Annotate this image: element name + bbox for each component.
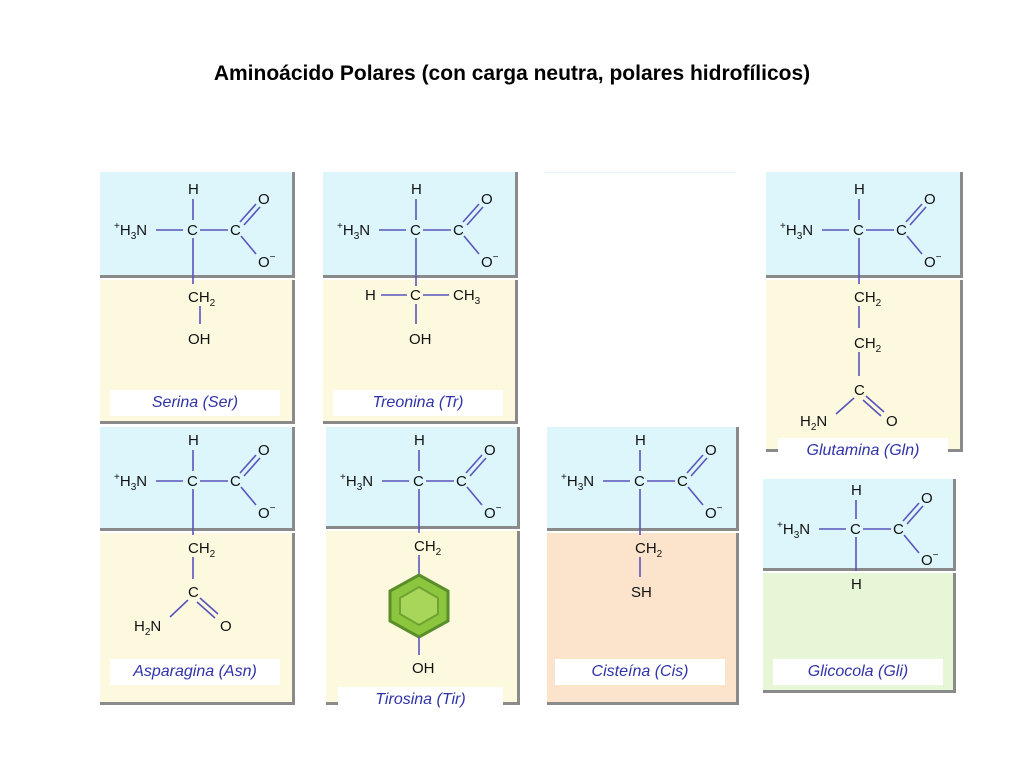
svg-text:H: H xyxy=(414,432,425,449)
svg-text:+H3N: +H3N xyxy=(777,520,810,541)
svg-text:+H3N: +H3N xyxy=(561,472,594,493)
svg-text:C: C xyxy=(456,473,467,490)
svg-text:C: C xyxy=(230,473,241,490)
svg-text:H2N: H2N xyxy=(800,413,827,433)
label-cisteina: Cisteína (Cis) xyxy=(555,659,725,685)
svg-text:C: C xyxy=(854,382,865,399)
svg-text:CH2: CH2 xyxy=(414,538,442,558)
svg-text:O: O xyxy=(484,442,496,459)
glicocola-structure: H +H3N C C O O− H xyxy=(777,482,939,593)
svg-text:C: C xyxy=(410,287,421,304)
svg-text:O: O xyxy=(924,191,936,208)
svg-text:CH2: CH2 xyxy=(854,289,882,309)
svg-text:O−: O− xyxy=(484,503,502,522)
svg-text:CH2: CH2 xyxy=(854,335,882,355)
atom-alpha-c: C xyxy=(187,222,198,239)
svg-text:C: C xyxy=(410,222,421,239)
svg-text:H: H xyxy=(188,432,199,449)
svg-text:+H3N: +H3N xyxy=(780,221,813,242)
svg-text:C: C xyxy=(896,222,907,239)
card-cisteina: H +H3N C C O O− CH2 SH Cisteína (Cis) xyxy=(547,427,739,705)
svg-text:C: C xyxy=(453,222,464,239)
label-glicocola: Glicocola (Gli) xyxy=(773,659,943,685)
label-treonina: Treonina (Tr) xyxy=(333,390,503,416)
card-glicocola: H +H3N C C O O− H Glicocola (Gli) xyxy=(763,479,956,693)
amino-group-panel xyxy=(547,427,739,531)
tirosina-structure: H +H3N C C O O− CH2 OH xyxy=(340,432,502,677)
amino-group-panel xyxy=(100,172,295,278)
label-glutamina: Glutamina (Gln) xyxy=(778,438,948,464)
svg-text:C: C xyxy=(413,473,424,490)
svg-text:+H3N: +H3N xyxy=(114,221,147,242)
svg-text:O−: O− xyxy=(924,252,942,271)
cisteina-structure: H +H3N C C O O− CH2 SH xyxy=(561,432,723,601)
svg-text:C: C xyxy=(187,473,198,490)
asparagina-structure: H +H3N C C O O− CH2 C H2N O xyxy=(114,432,276,638)
svg-text:CH2: CH2 xyxy=(188,289,216,309)
svg-text:+H3N: +H3N xyxy=(340,472,373,493)
svg-text:CH3: CH3 xyxy=(453,287,481,307)
svg-text:O: O xyxy=(921,490,933,507)
label-asparagina: Asparagina (Asn) xyxy=(110,659,280,685)
svg-text:H: H xyxy=(851,482,862,499)
svg-text:O: O xyxy=(705,442,717,459)
svg-text:H: H xyxy=(854,181,865,198)
svg-text:C: C xyxy=(188,584,199,601)
svg-text:C: C xyxy=(634,473,645,490)
card-asparagina: H +H3N C C O O− CH2 C H2N O Asparagina (… xyxy=(100,427,295,705)
svg-text:+H3N: +H3N xyxy=(337,221,370,242)
svg-text:O−: O− xyxy=(921,550,939,569)
svg-text:O−: O− xyxy=(258,252,276,271)
svg-text:O−: O− xyxy=(481,252,499,271)
svg-text:SH: SH xyxy=(631,584,652,601)
serina-structure: H +H3N C C O O− CH2 OH xyxy=(114,181,276,348)
svg-text:CH2: CH2 xyxy=(635,540,663,560)
atom-carboxyl-c: C xyxy=(230,222,241,239)
svg-text:O−: O− xyxy=(705,503,723,522)
amino-group-panel xyxy=(763,479,956,571)
page-title: Aminoácido Polares (con carga neutra, po… xyxy=(213,62,811,85)
svg-text:H2N: H2N xyxy=(134,618,161,638)
svg-text:OH: OH xyxy=(409,331,432,348)
card-serina: H +H3N C C O O− CH2 OH Serina (Ser) xyxy=(100,172,295,424)
svg-text:CH2: CH2 xyxy=(188,540,216,560)
label-serina: Serina (Ser) xyxy=(110,390,280,416)
amino-group-panel xyxy=(766,172,963,278)
svg-text:O: O xyxy=(481,191,493,208)
svg-text:O: O xyxy=(258,191,270,208)
svg-text:OH: OH xyxy=(412,660,435,677)
amino-group-panel xyxy=(326,427,520,529)
svg-text:C: C xyxy=(853,222,864,239)
amino-group-panel xyxy=(100,427,295,531)
svg-text:C: C xyxy=(893,521,904,538)
card-glutamina: H +H3N C C O O− CH2 CH2 C H2N O Glutamin… xyxy=(766,172,963,464)
svg-text:O: O xyxy=(258,442,270,459)
treonina-structure: H +H3N C C O O− H C CH3 OH xyxy=(337,181,499,348)
svg-text:O−: O− xyxy=(258,503,276,522)
svg-text:H: H xyxy=(365,287,376,304)
svg-text:H: H xyxy=(411,181,422,198)
card-treonina: H +H3N C C O O− H C CH3 OH Treonina (Tr) xyxy=(323,172,518,424)
empty-slot xyxy=(544,172,736,423)
svg-text:H: H xyxy=(635,432,646,449)
glutamina-structure: H +H3N C C O O− CH2 CH2 C H2N O xyxy=(780,181,942,433)
svg-text:O: O xyxy=(220,618,232,635)
atom-h: H xyxy=(188,181,199,198)
svg-text:C: C xyxy=(850,521,861,538)
svg-text:OH: OH xyxy=(188,331,211,348)
svg-text:+H3N: +H3N xyxy=(114,472,147,493)
label-tirosina: Tirosina (Tir) xyxy=(338,687,503,713)
amino-group-panel xyxy=(323,172,518,278)
card-tirosina: H +H3N C C O O− CH2 OH Tirosina (Tir) xyxy=(326,427,520,713)
svg-text:H: H xyxy=(851,576,862,593)
svg-text:O: O xyxy=(886,413,898,430)
svg-text:C: C xyxy=(677,473,688,490)
